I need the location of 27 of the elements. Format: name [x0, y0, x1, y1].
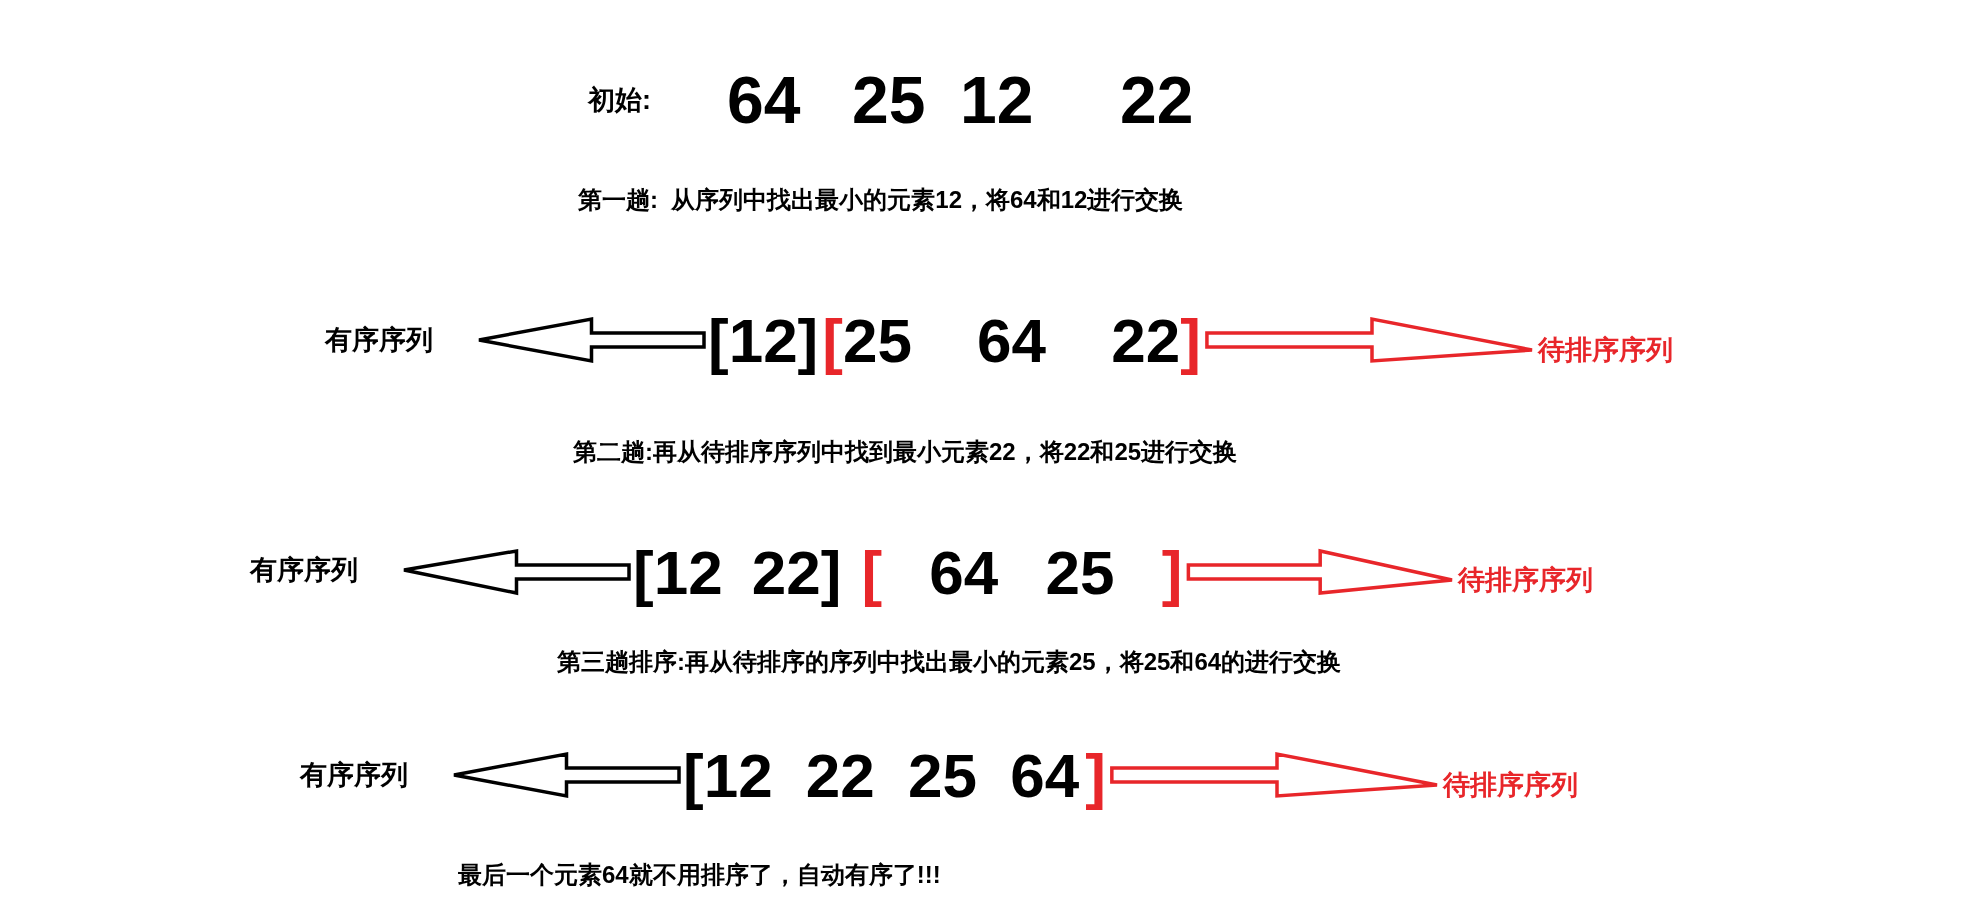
number: 12: [960, 62, 1034, 138]
sequence-label: 有序序列: [325, 315, 475, 365]
hollow-arrow: [1186, 548, 1454, 595]
bracketed-sequence: [12 22]: [633, 537, 842, 607]
hollow-arrow: [452, 751, 681, 799]
number: 64: [727, 62, 801, 138]
hollow-arrow: [477, 316, 706, 364]
sequence-label: 有序序列: [300, 750, 450, 800]
sequence-label: 有序序列: [250, 545, 400, 595]
bracketed-sequence: [ 64 25 ]: [861, 537, 1183, 607]
bracketed-sequence: ]: [1085, 740, 1106, 810]
note-text: 最后一个元素64就不用排序了，自动有序了!!!: [458, 860, 941, 890]
hollow-arrow: [1205, 316, 1534, 363]
label: 初始:: [588, 84, 651, 117]
number: 22: [1120, 62, 1194, 138]
step-text: 第二趟:再从待排序序列中找到最小元素22，将22和25进行交换: [573, 437, 1238, 467]
sequence-label: 待排序序列: [1443, 760, 1628, 810]
hollow-arrow: [1110, 751, 1439, 798]
bracketed-sequence: [25 64 22]: [822, 305, 1201, 375]
hollow-arrow: [402, 548, 631, 596]
bracketed-sequence: [12 22 25 64: [683, 740, 1080, 810]
bracketed-sequence: [12]: [708, 305, 819, 375]
step-text: 第三趟排序:再从待排序的序列中找出最小的元素25，将25和64的进行交换: [557, 647, 1342, 677]
sequence-label: 待排序序列: [1538, 325, 1723, 375]
number: 25: [852, 62, 926, 138]
step-text: 第一趟: 从序列中找出最小的元素12，将64和12进行交换: [578, 185, 1184, 215]
sequence-label: 待排序序列: [1458, 555, 1643, 605]
